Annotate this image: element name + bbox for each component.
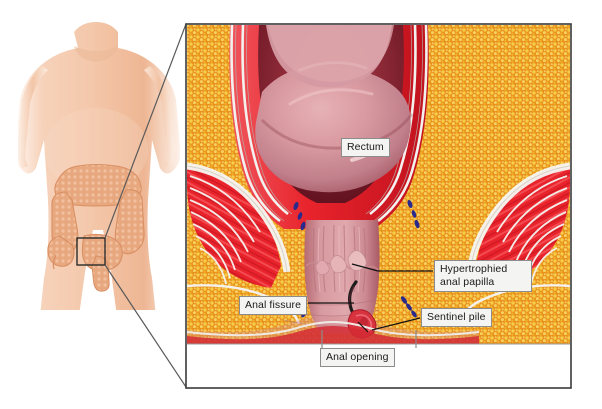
leader-sentinel-pile	[371, 317, 421, 331]
label-rectum: Rectum	[341, 138, 390, 157]
rectal-mucosal-fold	[255, 65, 411, 193]
zoom-connector-lines	[104, 23, 187, 388]
label-line-1: Hypertrophied	[440, 263, 508, 275]
leader-lines	[308, 263, 433, 348]
label-anal-opening: Anal opening	[320, 348, 395, 367]
label-anal-fissure: Anal fissure	[239, 296, 308, 315]
fascia-layer-right	[369, 25, 428, 223]
fascia-layer-left	[230, 25, 289, 223]
label-hypertrophied-anal-papilla: Hypertrophied anal papilla	[434, 260, 532, 292]
striations-left	[189, 175, 261, 285]
leader-anal-papilla-tip	[351, 263, 379, 272]
leader-anal-opening	[357, 321, 369, 333]
striations-right	[496, 175, 568, 285]
human-torso-overview	[18, 22, 180, 310]
locator-box	[76, 237, 106, 266]
hypertrophied-anal-papilla-structure	[315, 250, 367, 275]
anorectal-cross-section	[187, 25, 570, 387]
bracket-anal-opening	[321, 330, 417, 348]
label-line-2: anal papilla	[440, 275, 495, 288]
detail-panel-border	[185, 23, 572, 389]
hemorrhoidal-vessels-right	[400, 199, 420, 318]
label-sentinel-pile: Sentinel pile	[421, 308, 492, 327]
